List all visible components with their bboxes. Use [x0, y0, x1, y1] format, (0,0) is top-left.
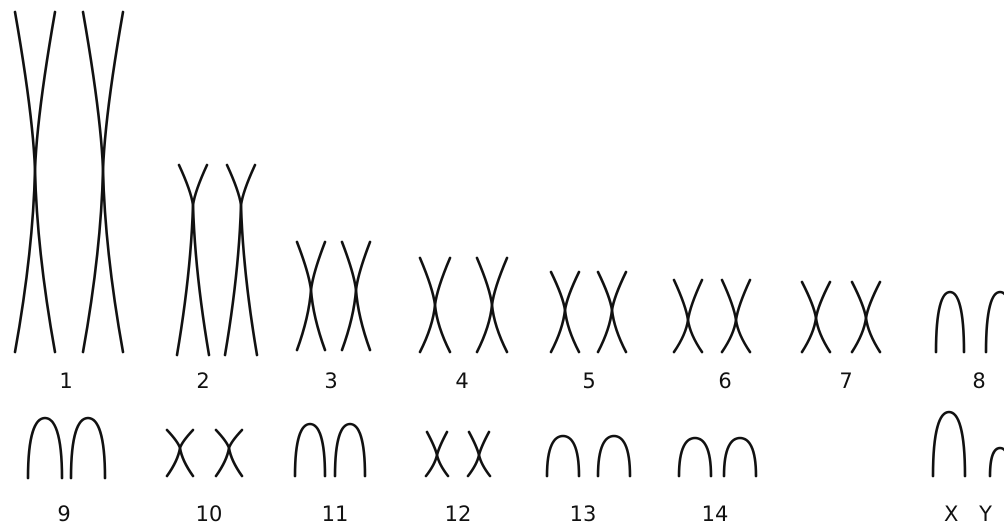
- chromosome: [15, 12, 55, 352]
- chromosome: [802, 282, 830, 352]
- chromosome: [990, 448, 1004, 476]
- pair-label: 12: [445, 504, 472, 525]
- chromosome: [722, 280, 750, 352]
- chromosome: [936, 292, 964, 352]
- chromosome-pair-5: [551, 272, 626, 352]
- chromosome: [426, 432, 448, 476]
- chromosome-pair-1: [15, 12, 123, 352]
- chromosome-pair-8: [936, 292, 1004, 352]
- chromosome-pair-3: [297, 242, 370, 350]
- chromosome: [986, 292, 1004, 352]
- pair-label: 8: [972, 371, 985, 392]
- pair-label: 7: [839, 371, 852, 392]
- chromosome-pair-12: [426, 432, 490, 476]
- pair-label: 6: [718, 371, 731, 392]
- pair-label: 3: [324, 371, 337, 392]
- chromosome: [674, 280, 702, 352]
- chromosome-pair-14: [679, 438, 756, 476]
- pair-label: 4: [455, 371, 468, 392]
- chromosome: [551, 272, 579, 352]
- pair-label: 1: [59, 371, 72, 392]
- pair-label: 10: [196, 504, 223, 525]
- chromosome: [167, 430, 193, 476]
- pair-label: 5: [582, 371, 595, 392]
- chromosome: [852, 282, 880, 352]
- chromosome: [342, 242, 370, 350]
- chromosome: [297, 242, 325, 350]
- chromosome: [468, 432, 490, 476]
- pair-label: 13: [570, 504, 597, 525]
- pair-label: 2: [196, 371, 209, 392]
- chromosome-pair-x-y: [933, 412, 1004, 476]
- chromosome: [679, 438, 711, 476]
- chromosome-pair-4: [420, 258, 507, 352]
- chromosome-pair-7: [802, 282, 880, 352]
- pair-label: 11: [322, 504, 349, 525]
- chromosome: [295, 424, 325, 476]
- chromosome: [933, 412, 965, 476]
- chromosome: [177, 165, 209, 355]
- chromosome-pair-13: [547, 436, 630, 476]
- chromosome: [28, 418, 62, 478]
- chromosome: [598, 436, 630, 476]
- chromosome-pair-10: [167, 430, 242, 476]
- chromosome: [420, 258, 450, 352]
- chromosome: [724, 438, 756, 476]
- chromosome: [547, 436, 579, 476]
- chromosome: [225, 165, 257, 355]
- chromosome: [477, 258, 507, 352]
- pair-label: 9: [57, 504, 70, 525]
- chromosome-pair-6: [674, 280, 750, 352]
- chromosome: [83, 12, 123, 352]
- chromosome-pair-11: [295, 424, 365, 476]
- chromosome: [216, 430, 242, 476]
- pair-label: X Y: [944, 504, 992, 525]
- chromosome-pair-2: [177, 165, 257, 355]
- chromosome: [335, 424, 365, 476]
- chromosome: [71, 418, 105, 478]
- chromosome: [598, 272, 626, 352]
- chromosome-pair-9: [28, 418, 105, 478]
- pair-label: 14: [702, 504, 729, 525]
